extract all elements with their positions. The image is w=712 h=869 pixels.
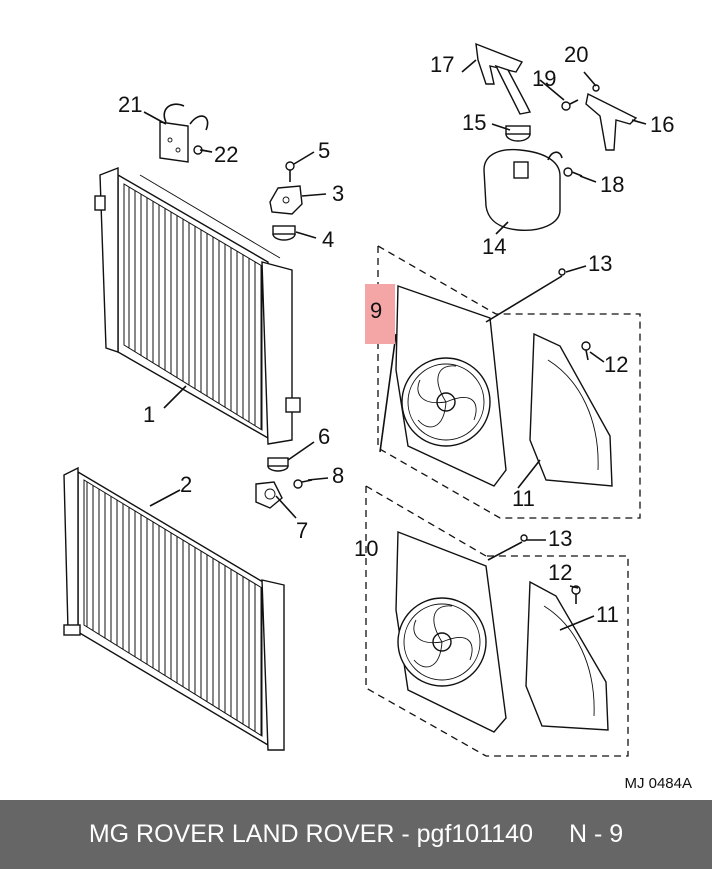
screw-part-8 [293,479,313,489]
screw-part-12-lower [571,585,581,604]
callout-13-lower: 13 [548,526,572,551]
bracket-part-17 [475,42,532,115]
footer-part-code: N - 9 [568,820,624,848]
fan-assembly-upper [377,245,641,519]
diagram-reference: MJ 0484A [624,775,692,792]
callout-19: 19 [532,66,556,91]
expansion-tank-part-14 [483,148,563,231]
callout-16: 16 [650,112,674,137]
callout-11-upper: 11 [512,486,535,511]
fan-assembly-lower [365,485,629,757]
screw-part-13-upper [558,268,566,276]
bolt-part-18 [563,167,583,177]
callout-9-highlight [365,284,395,344]
callout-labels: 1 2 3 4 5 6 7 8 9 10 11 11 12 12 13 13 1… [118,42,674,627]
callout-9: 9 [370,298,382,323]
mount-part-6 [267,457,289,472]
callout-18: 18 [600,172,624,197]
callout-12-lower: 12 [548,560,572,585]
mount-part-4 [272,225,296,241]
cap-part-15 [505,125,531,142]
radiator-lower [63,466,285,751]
callout-21: 21 [118,92,142,117]
bracket-part-16 [585,92,638,151]
callout-1: 1 [143,402,155,427]
callout-10: 10 [354,536,378,561]
leader-lines [143,59,647,631]
callout-20: 20 [564,42,588,67]
parts-diagram: 1 2 3 4 5 6 7 8 9 10 11 11 12 12 13 13 1… [63,42,692,792]
callout-22: 22 [214,142,238,167]
bracket-part-7 [255,481,283,509]
callout-11-lower: 11 [596,602,619,627]
callout-2: 2 [180,472,192,497]
callout-7: 7 [296,518,308,543]
footer-bar: MG ROVER LAND ROVER - pgf101140 N - 9 [0,800,712,869]
screw-part-5 [285,161,295,182]
callout-13-upper: 13 [588,251,612,276]
bracket-part-21 [159,103,209,163]
footer-text: MG ROVER LAND ROVER - pgf101140 [88,820,533,848]
callout-12-upper: 12 [604,352,628,377]
callout-3: 3 [332,181,344,206]
callout-5: 5 [318,138,330,163]
callout-4: 4 [322,227,334,252]
callout-17: 17 [430,52,454,77]
callout-6: 6 [318,424,330,449]
callout-8: 8 [332,463,344,488]
screw-part-13-lower [520,534,528,542]
screw-part-12-upper [581,341,591,361]
callout-14: 14 [482,234,506,259]
screw-part-19 [561,99,579,111]
callout-15: 15 [462,110,486,135]
bracket-part-3 [269,185,303,215]
radiator-upper [94,166,301,445]
